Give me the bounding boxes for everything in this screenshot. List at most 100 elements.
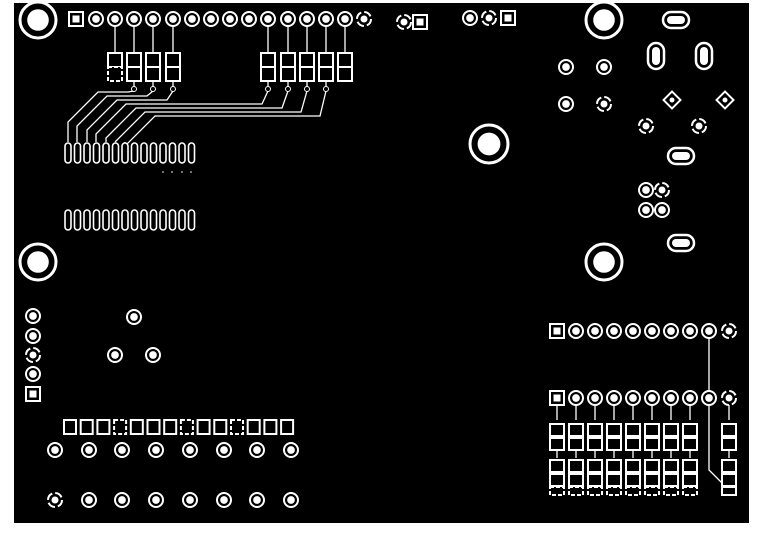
- smd-pad: [663, 486, 679, 496]
- pad-center: [600, 63, 608, 71]
- smd-pad: [63, 419, 77, 435]
- smd-pad: [682, 423, 698, 437]
- pad-center: [284, 15, 292, 23]
- square-pad: [68, 11, 84, 27]
- through-hole-pad: [249, 492, 265, 508]
- pad-center: [572, 327, 580, 335]
- mounting-hole-center: [593, 251, 615, 273]
- through-hole-pad: [638, 182, 654, 198]
- smd-pad: [196, 419, 211, 435]
- pad-center: [207, 15, 215, 23]
- smd-pad: [721, 473, 737, 487]
- trace: [114, 90, 308, 143]
- through-hole-pad: [558, 59, 574, 75]
- pad-center: [322, 15, 330, 23]
- through-hole-pad: [126, 309, 142, 325]
- ic-pad: [73, 209, 82, 231]
- through-hole-pad: [337, 11, 353, 27]
- smd-pad: [107, 66, 123, 82]
- through-hole-pad: [25, 366, 41, 382]
- through-hole-pad: [644, 323, 660, 339]
- thermal-pad: [638, 118, 654, 134]
- through-hole-pad: [283, 492, 299, 508]
- trace: [76, 90, 154, 142]
- ic-pad: [111, 209, 120, 231]
- ic-pad: [102, 209, 110, 231]
- oval-pad-center: [652, 47, 660, 65]
- pad-center: [642, 122, 650, 130]
- smd-pad: [663, 459, 679, 473]
- via: [323, 86, 329, 92]
- smd-pad: [606, 423, 622, 437]
- through-hole-pad: [587, 390, 603, 406]
- smd-pad: [549, 437, 565, 451]
- pad-center: [72, 15, 80, 23]
- pad-center: [648, 327, 656, 335]
- through-hole-pad: [283, 442, 299, 458]
- ic-pad: [102, 142, 110, 164]
- pad-center: [648, 394, 656, 402]
- smd-pad: [606, 459, 622, 473]
- smd-pad: [568, 459, 584, 473]
- pad-center: [416, 18, 424, 26]
- through-hole-pad: [663, 390, 679, 406]
- oval-pad-center: [700, 47, 708, 65]
- via: [131, 86, 137, 92]
- thermal-pad: [25, 347, 41, 363]
- smd-pad: [606, 486, 622, 496]
- ic-pad: [121, 142, 129, 164]
- through-hole-pad: [107, 11, 123, 27]
- pad-center: [725, 394, 733, 402]
- pad-center: [572, 394, 580, 402]
- through-hole-pad: [701, 323, 717, 339]
- pad-center: [29, 370, 37, 378]
- smd-pad: [165, 66, 181, 82]
- through-hole-pad: [107, 347, 123, 363]
- smd-pad: [299, 52, 315, 68]
- square-pad: [549, 323, 565, 339]
- smd-pad: [280, 419, 295, 435]
- through-hole-pad: [299, 11, 315, 27]
- through-hole-pad: [126, 11, 142, 27]
- thermal-pad: [481, 10, 497, 26]
- pad-center: [130, 313, 138, 321]
- smd-pad: [625, 423, 641, 437]
- pad-center: [118, 496, 126, 504]
- ic-pad: [149, 209, 158, 231]
- smd-pad: [318, 66, 334, 82]
- pad-center: [562, 100, 570, 108]
- through-hole-pad: [249, 442, 265, 458]
- square-pad: [500, 10, 516, 26]
- smd-pad: [337, 66, 353, 82]
- ic-pad: [83, 142, 91, 164]
- smd-pad: [126, 66, 142, 82]
- smd-pad: [280, 66, 296, 82]
- pad-center: [553, 394, 561, 402]
- smd-pad: [682, 486, 698, 496]
- through-hole-pad: [682, 323, 698, 339]
- ic-pad: [121, 209, 129, 231]
- pad-center: [186, 496, 194, 504]
- pad-center: [169, 15, 177, 23]
- trace: [105, 90, 289, 142]
- via: [150, 86, 156, 92]
- smd-pad: [230, 419, 244, 435]
- smd-pad: [146, 419, 161, 435]
- thermal-pad: [721, 323, 737, 339]
- ic-pad: [168, 209, 177, 231]
- pad-center: [303, 15, 311, 23]
- pad-center: [642, 186, 650, 194]
- through-hole-pad: [568, 323, 584, 339]
- pad-center: [591, 394, 599, 402]
- pad-center: [485, 14, 493, 22]
- via: [265, 86, 271, 92]
- through-hole-pad: [241, 11, 257, 27]
- smd-pad: [549, 459, 565, 473]
- through-hole-pad: [222, 11, 238, 27]
- via: [190, 171, 192, 173]
- thermal-pad: [47, 492, 63, 508]
- mounting-hole-center: [593, 9, 615, 31]
- ic-pad: [130, 142, 139, 164]
- smd-pad: [126, 52, 142, 68]
